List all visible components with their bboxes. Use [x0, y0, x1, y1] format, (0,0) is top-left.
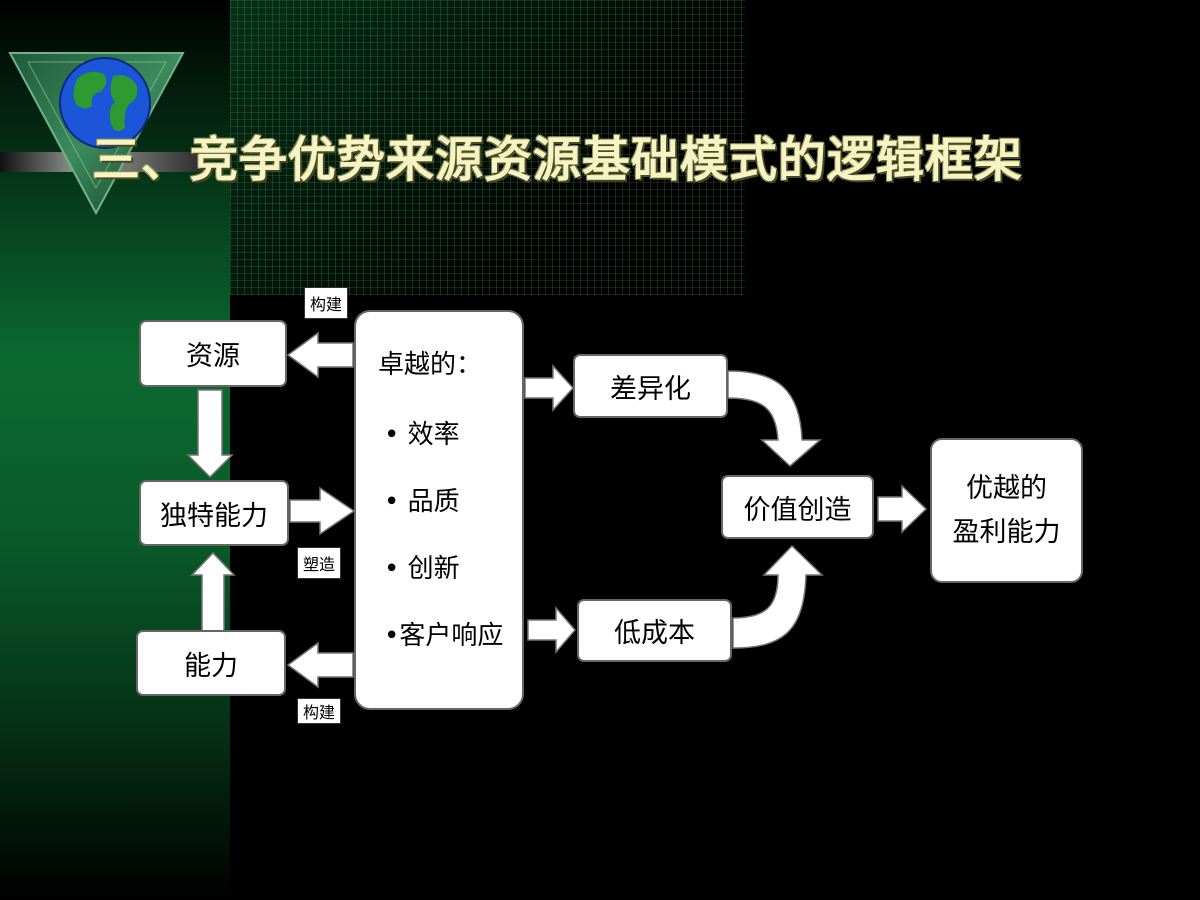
arrow-to-differentiation: [524, 364, 575, 412]
arrow-build-to-capability: [286, 641, 354, 689]
resource-box: 资源: [139, 320, 287, 387]
page-title: 三、竞争优势来源资源基础模式的逻辑框架: [92, 132, 1024, 188]
arrow-lowcost-to-value: [732, 544, 824, 649]
arrow-to-low-cost: [527, 605, 576, 655]
excellent-heading: 卓越的：: [378, 350, 483, 380]
value-creation-box: 价值创造: [721, 475, 874, 539]
profit-box: 优越的 盈利能力: [930, 438, 1083, 583]
tag-shape: 塑造: [297, 547, 341, 579]
background-line-pattern: [230, 0, 745, 295]
arrow-unique-to-excellent: [289, 486, 356, 536]
unique-capability-box: 独特能力: [139, 480, 289, 546]
profit-line1: 优越的: [966, 472, 1047, 504]
arrow-to-profit: [877, 484, 928, 534]
excellent-item-efficiency: • 效率: [384, 420, 460, 450]
arrow-build-to-resource: [286, 331, 354, 379]
capability-box: 能力: [136, 630, 286, 696]
tag-build-top: 构建: [304, 287, 348, 319]
profit-line2: 盈利能力: [952, 516, 1061, 548]
tag-build-bottom: 构建: [297, 698, 341, 724]
arrow-resource-to-unique: [186, 389, 234, 479]
differentiation-box: 差异化: [573, 354, 728, 418]
arrow-capability-to-unique: [190, 551, 236, 633]
globe-in-triangle-icon: [8, 52, 185, 216]
low-cost-box: 低成本: [577, 599, 732, 662]
excellent-box: 卓越的： • 效率 • 品质 • 创新 •客户响应: [354, 310, 524, 710]
excellent-item-customer-response: •客户响应: [384, 621, 504, 651]
excellent-item-quality: • 品质: [384, 487, 460, 517]
arrow-differentiation-to-value: [727, 370, 823, 468]
excellent-item-innovation: • 创新: [384, 554, 460, 584]
